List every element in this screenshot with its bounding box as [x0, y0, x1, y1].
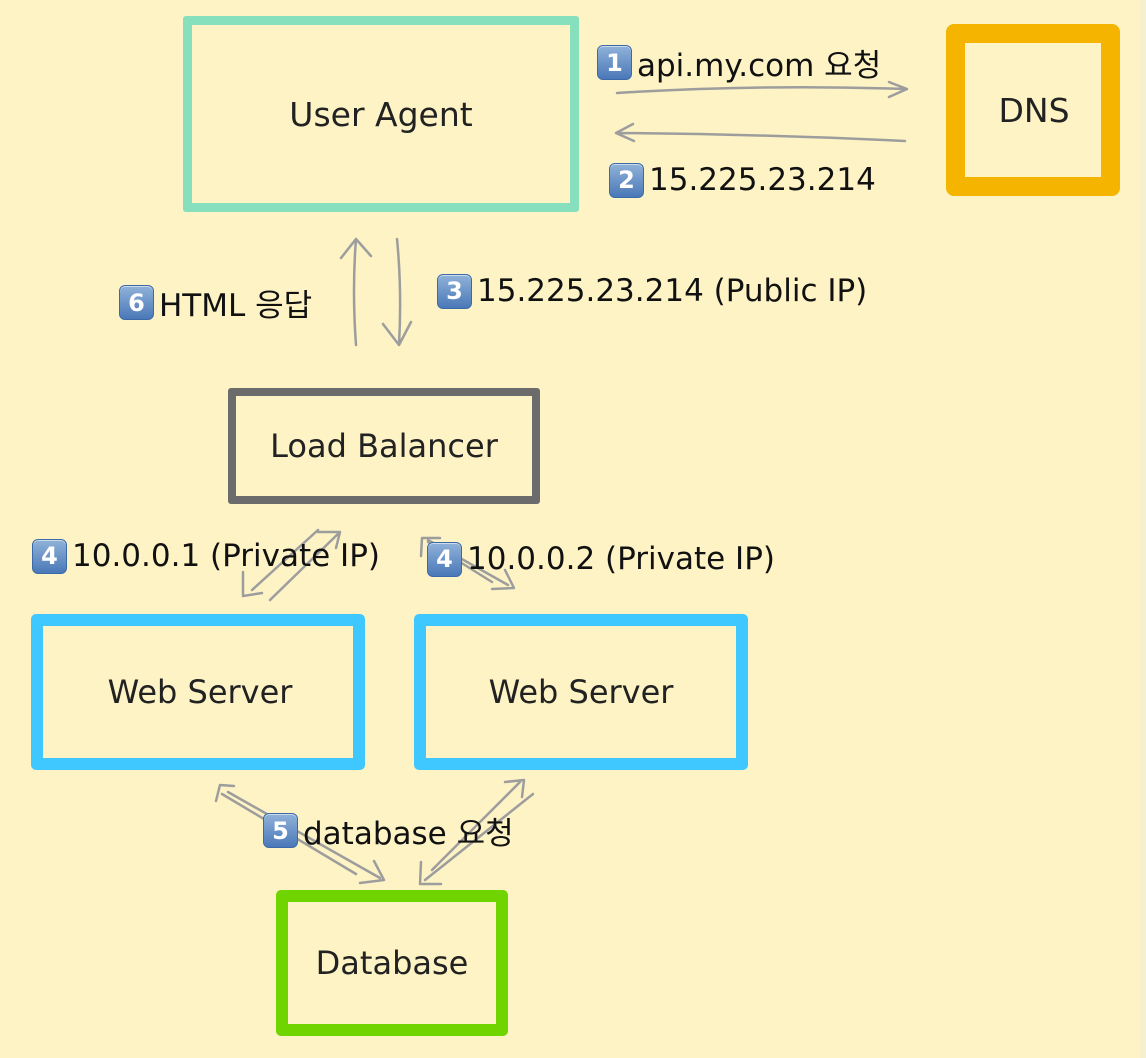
user-agent-node: User Agent	[183, 16, 579, 212]
arrow-lb-to-ws1	[241, 528, 320, 598]
arrow-lb-to-ua	[339, 237, 373, 347]
database-label: Database	[315, 944, 469, 982]
step-5-label: 5 database 요청	[263, 808, 514, 853]
step-4a-label: 4 10.0.0.1 (Private IP)	[32, 538, 380, 574]
step-1-text: api.my.com 요청	[637, 48, 882, 84]
step-4b-badge-icon: 4	[427, 541, 462, 577]
arrow-ws1-to-lb	[268, 530, 342, 602]
step-3-badge-icon: 3	[437, 273, 472, 309]
right-edge-strip	[1140, 0, 1146, 1058]
step-6-badge-icon: 6	[119, 285, 154, 320]
arrow-ws1-to-db	[226, 790, 386, 885]
arrow-ua-to-lb	[381, 237, 413, 347]
step-4b-label: 4 10.0.0.2 (Private IP)	[427, 541, 775, 577]
step-5-text: database 요청	[303, 816, 514, 852]
user-agent-label: User Agent	[289, 94, 473, 134]
load-balancer-node: Load Balancer	[228, 388, 540, 504]
step-2-badge-icon: 2	[609, 162, 644, 198]
arrow-db-to-ws2	[430, 778, 526, 872]
web-server-1-node: Web Server	[31, 614, 365, 770]
web-server-1-label: Web Server	[107, 673, 293, 711]
step-1-label: 1 api.my.com 요청	[597, 40, 881, 85]
step-6-label: 6 HTML 응답	[119, 280, 312, 325]
step-4a-text: 10.0.0.1 (Private IP)	[72, 538, 380, 574]
arrow-ws2-to-db	[418, 792, 535, 886]
dns-label: DNS	[998, 90, 1070, 130]
step-5-badge-icon: 5	[263, 813, 298, 848]
web-server-2-node: Web Server	[414, 614, 748, 770]
step-3-text: 15.225.23.214 (Public IP)	[477, 273, 868, 309]
step-2-text: 15.225.23.214	[649, 162, 876, 198]
step-6-text: HTML 응답	[159, 288, 313, 324]
dns-node: DNS	[946, 24, 1120, 196]
arrow-ua-to-dns	[615, 80, 909, 99]
step-3-label: 3 15.225.23.214 (Public IP)	[437, 273, 867, 309]
step-4b-text: 10.0.0.2 (Private IP)	[467, 541, 775, 577]
arrow-dns-to-ua	[614, 122, 907, 143]
step-4a-badge-icon: 4	[32, 538, 67, 574]
database-node: Database	[276, 890, 508, 1036]
step-1-badge-icon: 1	[597, 45, 632, 80]
load-balancer-label: Load Balancer	[270, 427, 498, 465]
step-2-label: 2 15.225.23.214	[609, 162, 876, 198]
web-server-2-label: Web Server	[488, 673, 674, 711]
